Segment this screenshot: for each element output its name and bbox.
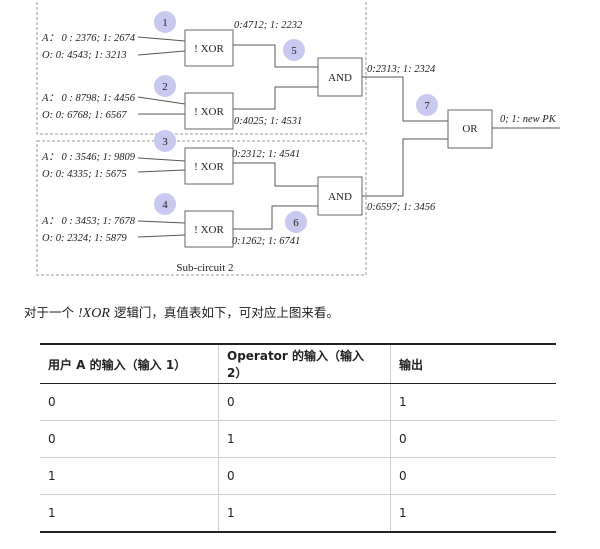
and-gate-2-label: AND [328,191,352,203]
table-cell: 0 [218,383,391,421]
header-input-1: 用户 A 的输入（输入 1） [40,343,219,384]
input-o-1: O: 0: 4543; 1: 3213 [42,50,127,61]
sub-circuit-1-box [36,0,367,135]
xor-1-output: 0:4712; 1: 2232 [234,20,303,31]
step-badges: 1 5 2 7 3 4 6 [154,11,438,233]
input-a-4: A： 0 : 3453; 1: 7678 [41,216,136,227]
and-gate-2 [317,176,363,216]
xor-gate-2 [184,92,234,130]
xor-gate-1 [184,29,234,67]
paragraph-text-before: 对于一个 [24,305,75,320]
and-gate-1-label: AND [328,72,352,84]
wires [137,36,560,238]
xor-gate-1-label: ! XOR [194,43,224,55]
or-output: 0; 1: new PK [500,114,557,125]
or-gate-label: OR [462,123,478,135]
table-cell: 0 [390,457,556,495]
input-a-3: A： 0 : 3546; 1: 9809 [41,152,136,163]
table-cell: 1 [40,457,219,495]
and-gate-1 [317,57,363,97]
input-a-2: A： 0 : 8798; 1: 4456 [41,93,136,104]
header-input-2: Operator 的输入（输入 2） [218,343,391,384]
xor-3-output: 0:2312; 1: 4541 [232,149,300,160]
table-cell: 0 [218,457,391,495]
paragraph-text-after: 逻辑门，真值表如下，可对应上图来看。 [113,305,339,320]
xor-gate-2-label: ! XOR [194,106,224,118]
circuit-diagram: ! XOR ! XOR AND ! XOR ! XOR AND OR 1 5 2… [36,0,560,276]
table-cell: 1 [390,383,556,421]
table-cell: 1 [218,420,391,458]
input-a-1: A： 0 : 2376; 1: 2674 [41,33,136,44]
table-row: 1 0 0 [40,457,556,495]
table-cell: 0 [390,420,556,458]
intro-paragraph: 对于一个 !XOR 逻辑门，真值表如下，可对应上图来看。 [24,302,339,322]
table-row: 0 0 1 [40,383,556,421]
input-o-2: O: 0: 6768; 1: 6567 [42,110,127,121]
table-row: 0 1 0 [40,420,556,458]
xor-2-output: 0:4025; 1: 4531 [234,116,302,127]
truth-table: 用户 A 的输入（输入 1） Operator 的输入（输入 2） 输出 0 0… [40,343,556,533]
and-1-output: 0:2313; 1: 2324 [367,64,436,75]
badge-1: 1 [162,17,168,29]
table-cell: 1 [390,494,556,533]
table-cell: 0 [40,383,219,421]
and-2-output: 0:6597; 1: 3456 [367,202,436,213]
xor-math: !XOR [78,306,110,321]
table-header-row: 用户 A 的输入（输入 1） Operator 的输入（输入 2） 输出 [40,343,556,384]
table-cell: 1 [218,494,391,533]
table-cell: 0 [40,420,219,458]
header-output: 输出 [390,343,556,384]
input-o-3: O: 0: 4335; 1: 5675 [42,169,127,180]
sub-circuit-2-caption: Sub-circuit 2 [176,262,233,274]
xor-gate-4-label: ! XOR [194,224,224,236]
badge-4: 4 [162,199,168,211]
table-cell: 1 [40,494,219,533]
badge-3: 3 [162,136,168,148]
input-o-4: O: 0: 2324; 1: 5879 [42,233,127,244]
xor-4-output: 0:1262; 1: 6741 [232,236,300,247]
badge-5: 5 [291,45,297,57]
xor-gate-4 [184,210,234,248]
table-row: 1 1 1 [40,494,556,533]
badge-7: 7 [424,100,430,112]
xor-gate-3 [184,147,234,185]
or-gate [447,109,493,149]
xor-gate-3-label: ! XOR [194,161,224,173]
badge-6: 6 [293,217,299,229]
sub-circuit-2-box [36,140,367,276]
badge-2: 2 [162,81,168,93]
